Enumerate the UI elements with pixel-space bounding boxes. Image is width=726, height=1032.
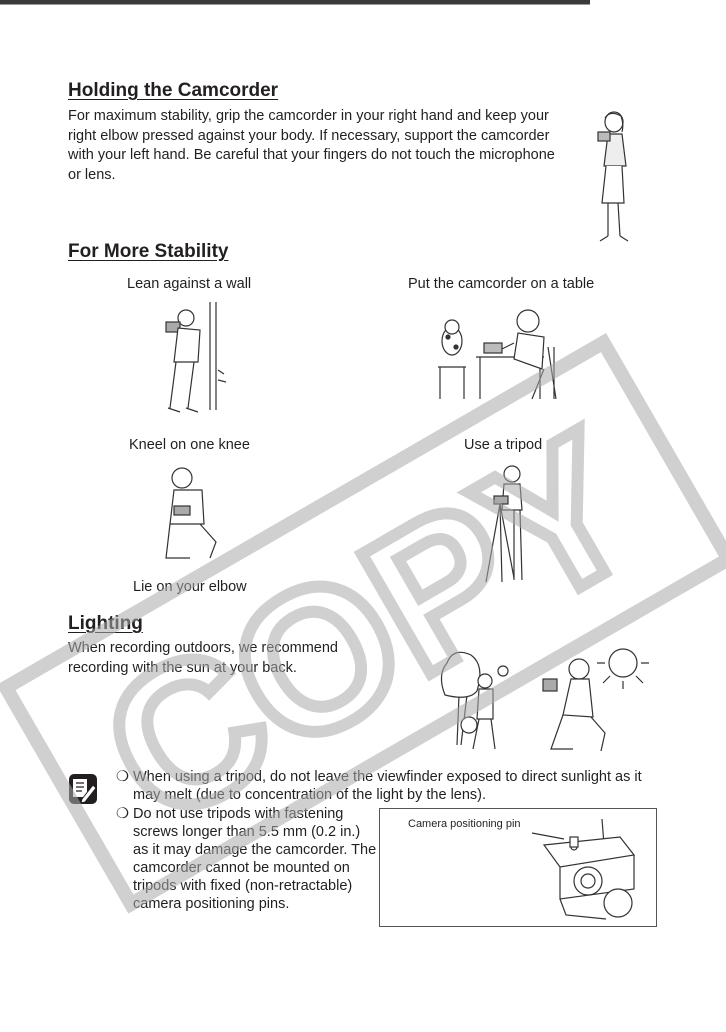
outdoor-lighting-illustration [433, 645, 653, 757]
kneel-illustration [160, 462, 222, 562]
section-title-holding: Holding the Camcorder [68, 80, 279, 101]
table-illustration [432, 303, 562, 403]
section-title-lighting: Lighting [68, 613, 143, 634]
note-text-2: Do not use tripods with fastening screws… [133, 806, 377, 912]
pin-label: Camera positioning pin [408, 818, 521, 830]
caption-tripod: Use a tripod [464, 437, 543, 453]
bullet-icon: ❍ [116, 769, 129, 785]
tripod-illustration [484, 462, 534, 586]
note-bullet-1: ❍ When using a tripod, do not leave the … [116, 768, 661, 804]
holding-text: For maximum stability, grip the camcorde… [68, 108, 555, 183]
lighting-text: When recording outdoors, we recommend re… [68, 640, 338, 676]
caption-wall: Lean against a wall [127, 276, 252, 292]
positioning-pin-figure: Camera positioning pin [379, 808, 657, 927]
note-bullet-2: ❍ Do not use tripods with fastening scre… [116, 805, 378, 913]
caption-elbow: Lie on your elbow [133, 579, 247, 595]
header-rule [0, 0, 590, 5]
lean-wall-illustration [158, 300, 228, 418]
caption-kneel: Kneel on one knee [129, 437, 250, 453]
note-text-1: When using a tripod, do not leave the vi… [133, 769, 642, 803]
section-title-stability: For More Stability [68, 241, 229, 262]
caption-table: Put the camcorder on a table [408, 276, 595, 292]
bullet-icon: ❍ [116, 806, 129, 822]
woman-holding-camcorder-illustration [588, 108, 638, 248]
note-pencil-icon [68, 773, 98, 805]
